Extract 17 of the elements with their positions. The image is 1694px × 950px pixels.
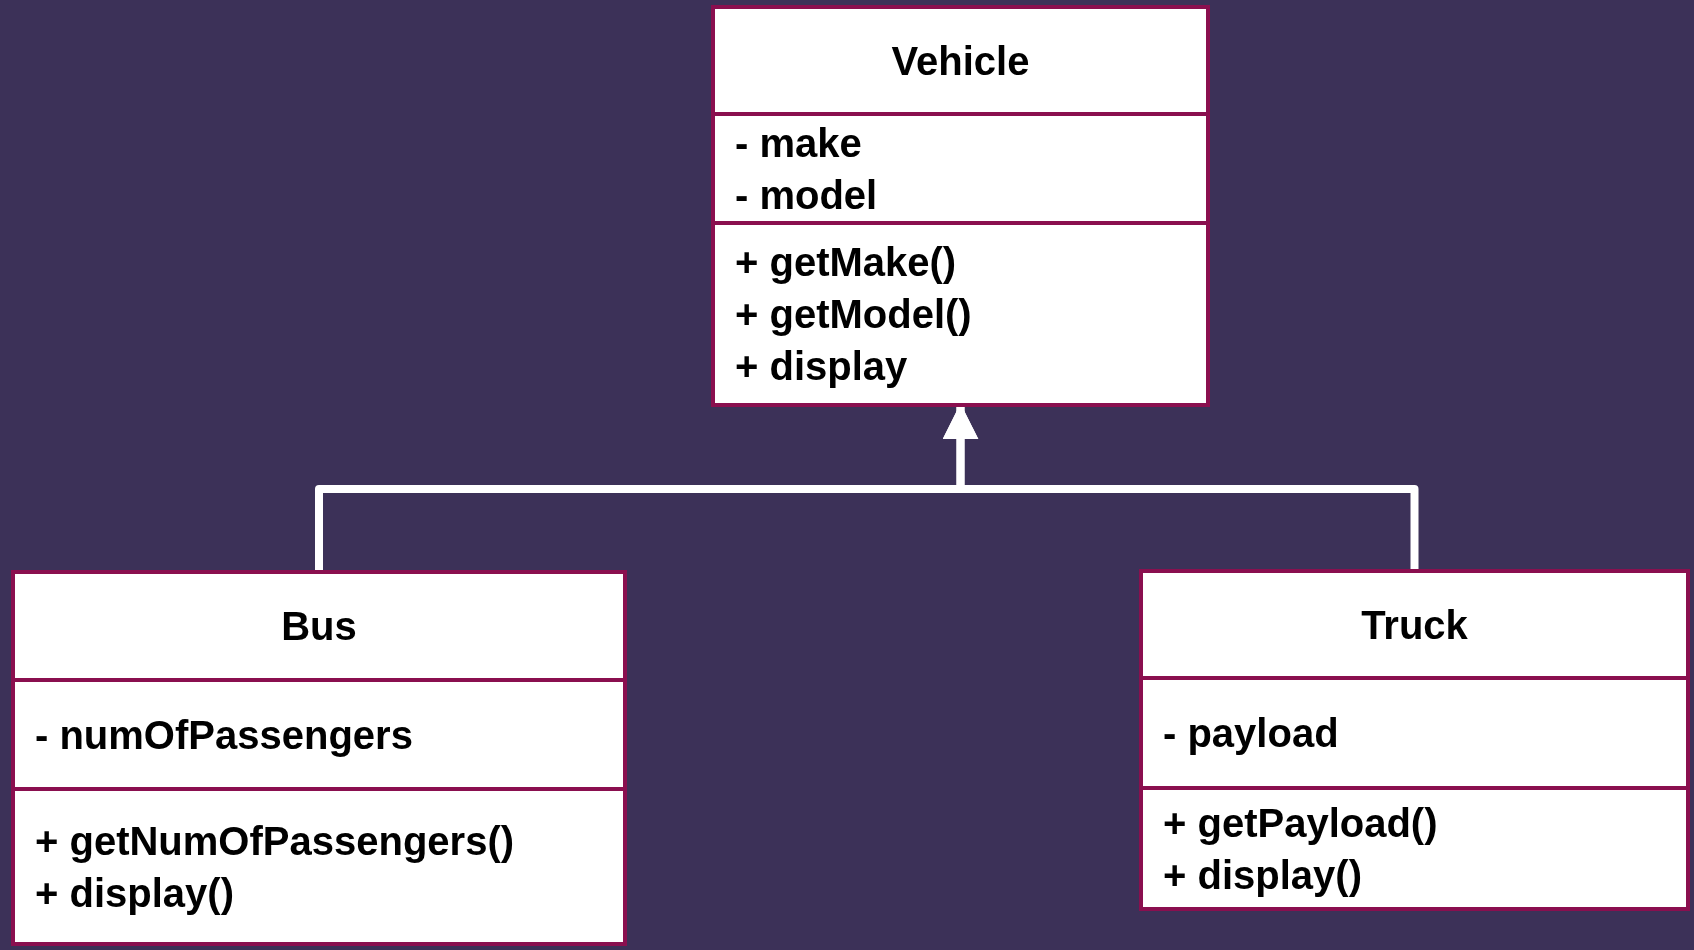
method-text: + getMake() [735, 239, 958, 286]
attribute-text: - numOfPassengers [35, 711, 414, 759]
class-box [1139, 569, 1690, 911]
attribute-text: - make [735, 119, 863, 167]
method-text: + display() [1163, 851, 1363, 899]
attribute-text: - model [735, 171, 879, 219]
attribute-text: - payload [1163, 710, 1340, 757]
class-box [711, 5, 1210, 407]
class-name: Vehicle [891, 37, 1030, 85]
method-text: + getNumOfPassengers() [35, 817, 516, 865]
method-text: + display() [35, 869, 235, 917]
class-name: Truck [1361, 601, 1468, 649]
method-text: + getModel() [735, 291, 973, 338]
method-text: + getPayload() [1163, 799, 1439, 847]
class-name: Bus [281, 603, 357, 650]
method-text: + display [735, 343, 909, 390]
class-box [11, 570, 627, 946]
